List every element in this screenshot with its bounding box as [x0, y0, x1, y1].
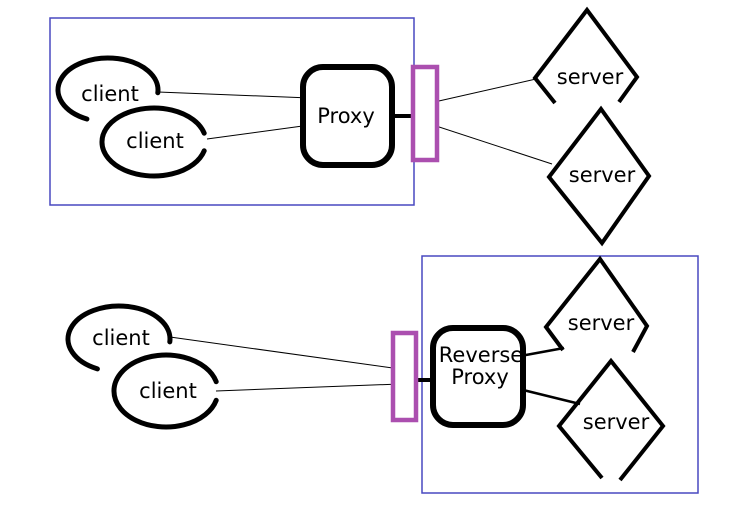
server2-diamond [546, 105, 652, 247]
link-client2-barrier [215, 383, 401, 392]
link-client1-barrier [169, 336, 401, 370]
reverse-proxy-label-line1: Reverse [439, 343, 523, 367]
link-barrier-server2 [429, 123, 553, 165]
client3-label: client [92, 326, 150, 350]
client4-ellipse [111, 352, 219, 430]
reverse-proxy-box [430, 325, 526, 428]
server4-label: server [583, 410, 650, 434]
network-boundary-box-bottom [421, 255, 699, 494]
client2-label: client [126, 129, 184, 153]
client1-ellipse [55, 55, 161, 122]
client2-ellipse [99, 105, 207, 179]
reverse-proxy-label-line2: Proxy [451, 365, 509, 389]
server3-label: server [568, 311, 635, 335]
reverse-proxy-diagram: client client Reverse Proxy server serve… [65, 255, 699, 494]
client4-label: client [139, 379, 197, 403]
link-barrier-server1 [429, 78, 537, 104]
server4-diamond [556, 357, 666, 482]
proxy-box [300, 64, 395, 168]
forward-proxy-diagram: client client Proxy server server [49, 6, 652, 247]
link-client2-proxy [206, 124, 311, 140]
client3-ellipse [65, 303, 173, 372]
server3-diamond [543, 255, 650, 353]
client1-label: client [81, 82, 139, 106]
server1-label: server [557, 65, 624, 89]
firewall-bar-bottom [390, 330, 419, 423]
firewall-bar-top [410, 64, 440, 163]
server2-label: server [569, 163, 636, 187]
proxy-label: Proxy [317, 104, 375, 128]
link-client1-proxy [157, 91, 311, 99]
server1-diamond [532, 6, 640, 105]
